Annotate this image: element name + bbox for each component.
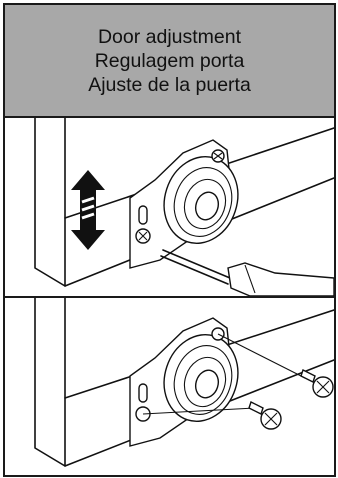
door-screws-diagram bbox=[34, 298, 334, 467]
step-1-illustration bbox=[5, 118, 334, 298]
screwdriver-icon bbox=[160, 249, 334, 296]
step-2-illustration bbox=[5, 298, 334, 475]
door-adjustment-diagram bbox=[34, 118, 334, 296]
title-portuguese: Regulagem porta bbox=[94, 49, 245, 72]
title-english: Door adjustment bbox=[97, 25, 242, 48]
instruction-sheet: Door adjustment Regulagem porta Ajuste d… bbox=[3, 3, 336, 477]
screw-icon bbox=[300, 369, 334, 398]
door-hinge-icon bbox=[34, 118, 334, 287]
screw-icon bbox=[248, 401, 282, 430]
door-hinge-icon bbox=[34, 298, 334, 467]
instruction-header: Door adjustment Regulagem porta Ajuste d… bbox=[5, 5, 334, 118]
title-spanish: Ajuste de la puerta bbox=[88, 73, 251, 96]
up-down-arrow-icon bbox=[71, 170, 105, 250]
